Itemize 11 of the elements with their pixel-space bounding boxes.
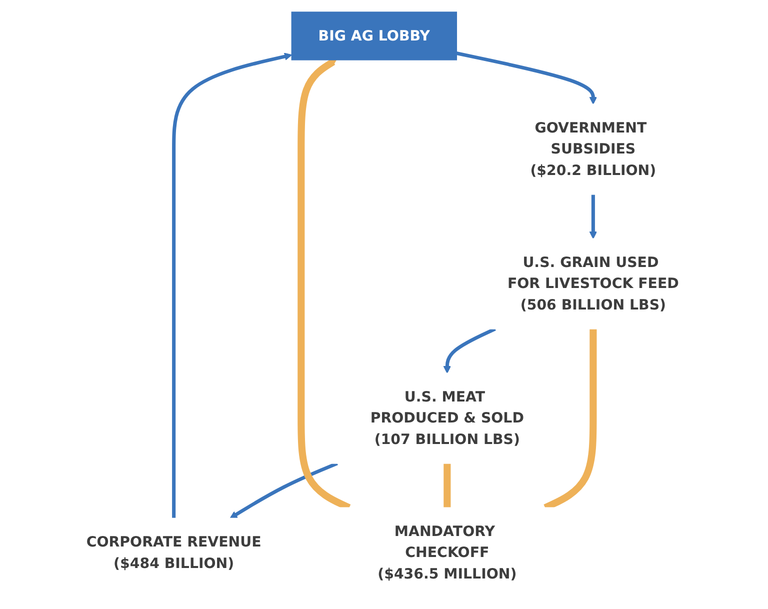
arrow <box>443 326 496 373</box>
arrow <box>230 461 338 518</box>
arrow <box>589 194 598 238</box>
arrow <box>172 52 292 518</box>
node-box: BIG AG LOBBY <box>291 11 458 60</box>
node-text: GOVERNMENT SUBSIDIES ($20.2 BILLION) <box>530 118 656 178</box>
connector <box>444 462 451 508</box>
node-text: CORPORATE REVENUE ($484 BILLION) <box>86 532 262 571</box>
node-text: U.S. MEAT PRODUCED & SOLD (107 BILLION LBS) <box>370 388 524 447</box>
node-text: U.S. GRAIN USED FOR LIVESTOCK FEED (506 BILLION LBS) <box>507 253 679 312</box>
arrow <box>456 51 598 104</box>
